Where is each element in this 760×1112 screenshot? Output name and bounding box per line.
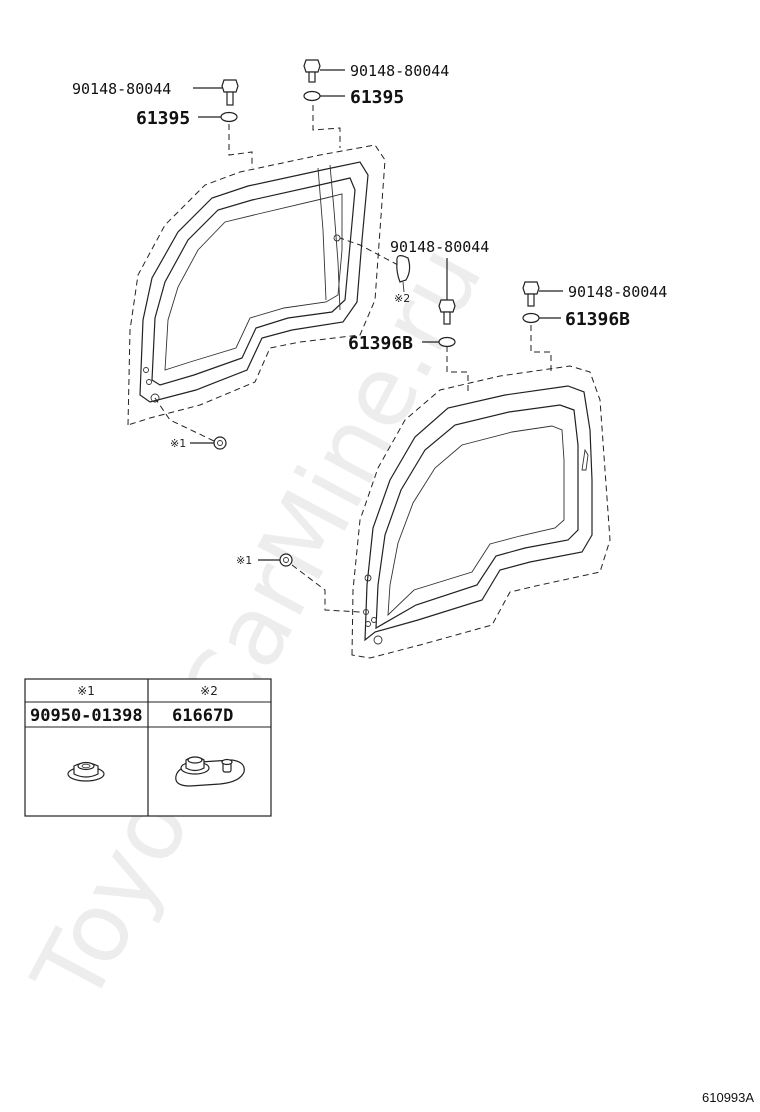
- label-mark-right-lower: ※1: [236, 554, 252, 567]
- grommet-left-lower[interactable]: [190, 436, 227, 450]
- legend-col2-part: 61667D: [172, 706, 233, 726]
- legend-table: ※1 ※2 90950-01398 61667D: [24, 678, 272, 817]
- bolt-right[interactable]: [522, 281, 563, 307]
- leader-washer-center: [312, 105, 341, 148]
- label-bolt-mid: 90148-80044: [390, 238, 489, 256]
- leader-washer-right: [530, 325, 552, 372]
- washer-left-top[interactable]: [198, 111, 238, 123]
- legend-clip-icon: [175, 756, 245, 787]
- washer-right[interactable]: [522, 312, 561, 324]
- leader-grommet-left: [154, 397, 215, 442]
- label-washer-mid: 61396B: [348, 333, 413, 354]
- label-bolt-right: 90148-80044: [568, 283, 667, 301]
- grommet-right-lower[interactable]: [258, 553, 293, 567]
- legend-col2-mark: ※2: [200, 684, 218, 698]
- label-washer-right: 61396B: [565, 309, 630, 330]
- label-bolt-left-top: 90148-80044: [72, 80, 171, 98]
- front-door-frame: [127, 144, 386, 426]
- leader-grommet-right: [291, 564, 361, 613]
- label-washer-left-top: 61395: [136, 108, 190, 129]
- bolt-mid[interactable]: [438, 258, 456, 325]
- leader-washer-mid-down: [446, 346, 469, 392]
- label-washer-center-top: 61395: [350, 87, 404, 108]
- label-mark-left-lower: ※1: [170, 437, 186, 450]
- rear-door-frame: [351, 365, 611, 659]
- washer-center-top[interactable]: [303, 90, 345, 102]
- bolt-left-top[interactable]: [193, 79, 239, 106]
- figure-reference: 610993A: [702, 1090, 754, 1105]
- label-bolt-center-top: 90148-80044: [350, 62, 449, 80]
- bolt-center-top[interactable]: [303, 59, 345, 83]
- leader-clip-mid: [339, 237, 399, 266]
- leader-washer-left: [228, 124, 253, 168]
- legend-grommet-icon: [67, 761, 105, 782]
- legend-col1-mark: ※1: [77, 684, 95, 698]
- legend-col1-part: 90950-01398: [30, 706, 143, 726]
- clip-mid[interactable]: [396, 255, 411, 293]
- label-mark-mid: ※2: [394, 292, 410, 305]
